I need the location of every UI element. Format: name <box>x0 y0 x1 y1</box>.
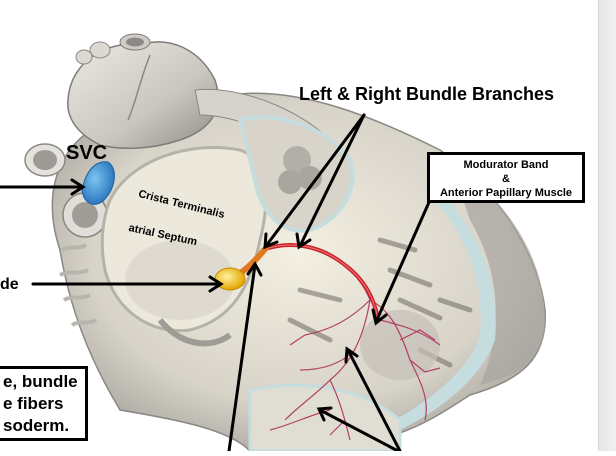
sa-node <box>81 161 115 205</box>
fossa-ovalis <box>125 240 235 320</box>
note-line3: soderm. <box>3 416 70 435</box>
septal-rim <box>395 180 496 430</box>
moderator-band-line3: Anterior Papillary Muscle <box>439 187 573 199</box>
moderator-band-line1: Modurator Band <box>463 159 549 171</box>
svc-label: SVC <box>66 142 108 164</box>
ventricle-section <box>248 383 402 453</box>
bundle-branches-label: Left & Right Bundle Branches <box>299 84 555 104</box>
aortic-branch <box>75 49 93 65</box>
ventricle-wall <box>450 160 545 385</box>
moderator-band-line2: & <box>502 173 510 185</box>
av-node-label: de <box>0 276 19 293</box>
aortic-branch <box>89 41 111 59</box>
papillary-muscle <box>360 310 440 380</box>
note-line1: e, bundle <box>3 372 78 391</box>
pectinate-muscles <box>59 243 98 327</box>
note-line2: e fibers <box>3 394 64 413</box>
vertical-scrollbar[interactable] <box>598 0 616 451</box>
moderator-band-box: Modurator Band & Anterior Papillary Musc… <box>427 152 585 203</box>
note-box: e, bundle e fibers soderm. <box>0 366 88 441</box>
annotation-arrows <box>0 113 432 453</box>
